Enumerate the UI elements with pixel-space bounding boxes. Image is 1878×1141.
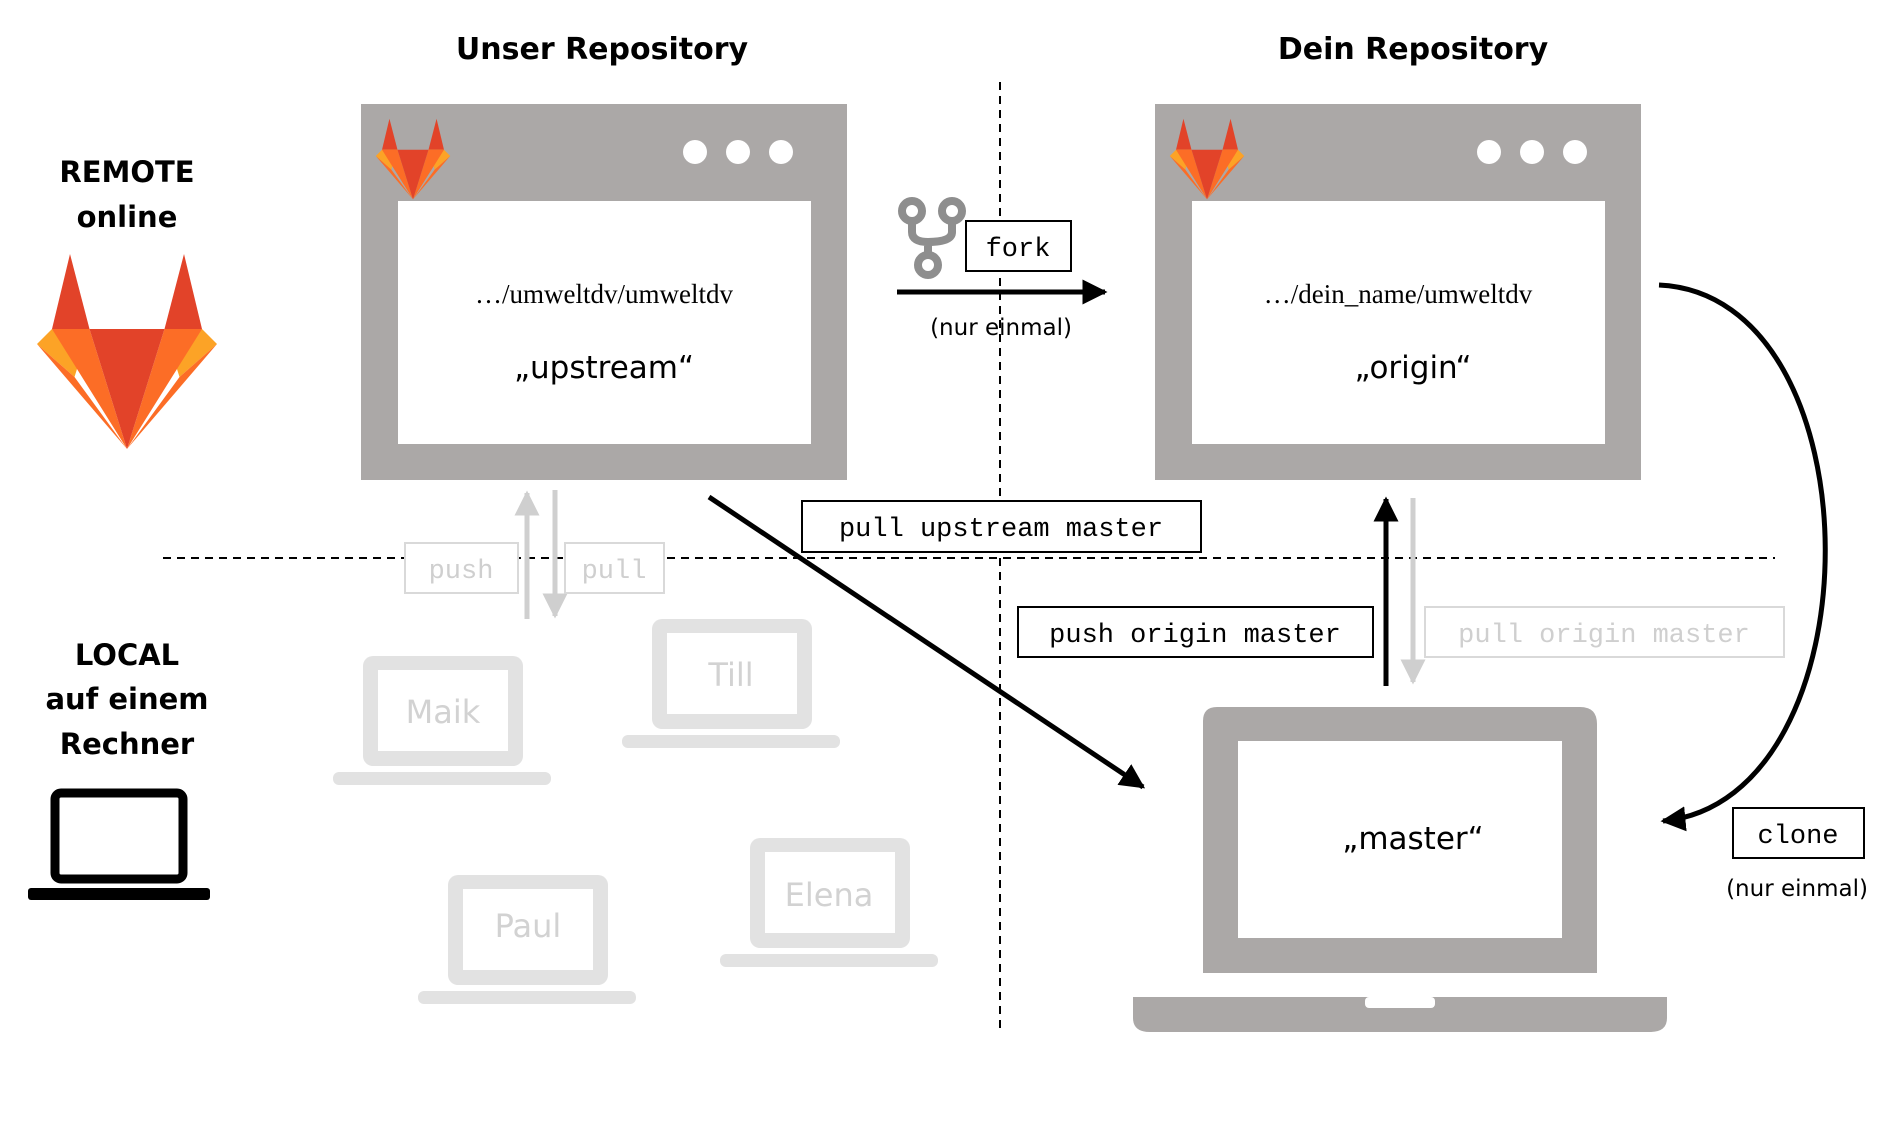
window-dot-icon — [769, 140, 793, 164]
team-laptop-elena: Elena — [720, 838, 938, 967]
team-member-name: Maik — [406, 693, 481, 731]
team-member-name: Paul — [495, 907, 562, 945]
window-dot-icon — [1563, 140, 1587, 164]
team-pull-label: pull — [582, 557, 647, 587]
pull-upstream-command-label: pull upstream master — [839, 515, 1163, 545]
team-laptop-paul: Paul — [418, 875, 636, 1004]
window-dot-icon — [1520, 140, 1544, 164]
upstream-repo-window: …/umweltdv/umweltdv „upstream“ — [361, 104, 847, 480]
local-label: LOCAL — [75, 638, 179, 672]
remote-label: REMOTE — [59, 155, 194, 189]
window-dot-icon — [683, 140, 707, 164]
gitlab-logo-icon — [37, 254, 217, 449]
pull-origin-command-box — [1424, 606, 1785, 658]
upstream-path: …/umweltdv/umweltdv — [475, 279, 733, 309]
laptop-icon — [28, 788, 210, 900]
fork-command-label: fork — [986, 235, 1051, 265]
clone-arrow — [1658, 282, 1828, 832]
team-pull-box — [564, 542, 665, 594]
local-sublabel-2: Rechner — [60, 727, 195, 761]
upstream-name: „upstream“ — [514, 350, 694, 386]
team-member-name: Till — [707, 656, 753, 694]
origin-repo-window: …/dein_name/umweltdv „origin“ — [1155, 104, 1641, 480]
local-sublabel-1: auf einem — [45, 682, 208, 716]
pull-upstream-command-box — [801, 500, 1202, 553]
fork-command-box — [965, 220, 1072, 272]
clone-note: (nur einmal) — [1726, 876, 1868, 902]
pull-upstream-arrow — [707, 494, 1146, 790]
right-column-title: Dein Repository — [1278, 32, 1549, 67]
local-master-laptop: „master“ — [1133, 707, 1667, 1032]
team-push-label: push — [429, 557, 494, 587]
team-member-name: Elena — [785, 876, 874, 914]
push-origin-command-label: push origin master — [1049, 621, 1341, 651]
team-laptop-till: Till — [622, 619, 840, 748]
clone-command-label: clone — [1757, 822, 1838, 852]
fork-icon — [898, 197, 966, 279]
team-push-box — [404, 542, 519, 594]
fork-note: (nur einmal) — [930, 315, 1072, 341]
left-column-title: Unser Repository — [456, 32, 749, 67]
window-dot-icon — [1477, 140, 1501, 164]
window-dot-icon — [726, 140, 750, 164]
clone-command-box — [1732, 807, 1865, 859]
local-branch-name: „master“ — [1342, 821, 1483, 857]
origin-path: …/dein_name/umweltdv — [1264, 279, 1533, 309]
pull-origin-command-label: pull origin master — [1458, 621, 1750, 651]
remote-sublabel: online — [77, 200, 178, 234]
team-laptop-maik: Maik — [333, 656, 551, 785]
push-origin-command-box — [1017, 606, 1374, 658]
origin-name: „origin“ — [1354, 350, 1471, 386]
